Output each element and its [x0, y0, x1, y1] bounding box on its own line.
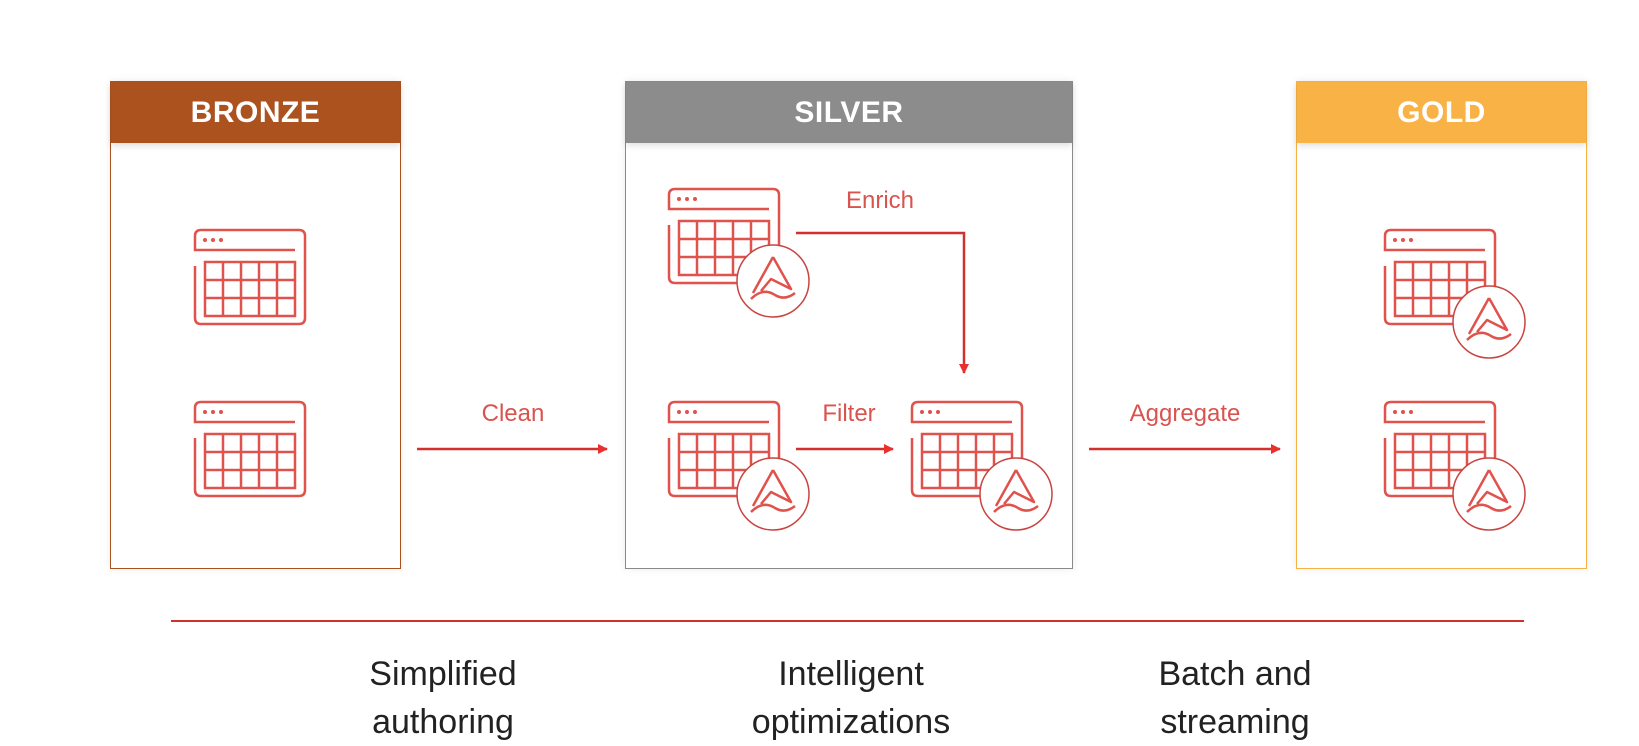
benefit-batch-streaming: Batch and streaming	[1085, 650, 1385, 746]
enrich-arrow	[796, 231, 969, 374]
aggregate-label: Aggregate	[1129, 400, 1241, 427]
delta-table-icon	[1383, 400, 1526, 531]
clean-label: Clean	[481, 400, 545, 427]
silver-header: SILVER	[626, 82, 1072, 143]
benefit-line: Intelligent	[778, 655, 924, 693]
benefit-line: authoring	[372, 703, 514, 741]
table-icon	[193, 228, 307, 326]
benefit-line: Batch and	[1158, 655, 1312, 693]
table-icon	[193, 400, 307, 498]
bronze-header: BRONZE	[111, 82, 400, 143]
delta-lake-badge-icon	[1452, 285, 1526, 359]
delta-table-icon	[667, 400, 810, 531]
benefit-line: optimizations	[751, 703, 951, 741]
delta-lake-badge-icon	[979, 457, 1053, 531]
delta-lake-badge-icon	[1452, 457, 1526, 531]
gold-header: GOLD	[1297, 82, 1586, 143]
delta-table-icon	[1383, 228, 1526, 359]
benefit-line: streaming	[1160, 703, 1310, 741]
enrich-label: Enrich	[845, 187, 915, 214]
benefit-intelligent-optimizations: Intelligent optimizations	[701, 650, 1001, 746]
delta-table-icon	[910, 400, 1053, 531]
delta-table-icon	[667, 187, 810, 318]
filter-label: Filter	[822, 400, 876, 427]
benefit-line: Simplified	[369, 655, 517, 693]
benefit-simplified-authoring: Simplified authoring	[293, 650, 593, 746]
delta-lake-badge-icon	[736, 244, 810, 318]
gold-layer: GOLD	[1296, 81, 1587, 569]
delta-lake-badge-icon	[736, 457, 810, 531]
